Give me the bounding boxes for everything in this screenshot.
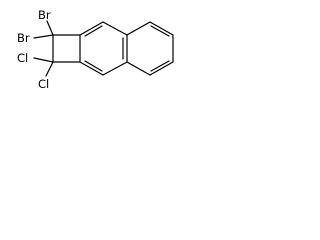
- atom-label-cl-left: Cl: [17, 51, 28, 65]
- bond-ring6b-2-inner: [150, 25, 170, 37]
- bond-ring6a-4: [102, 61, 128, 76]
- bond-ring6a-1: [79, 21, 104, 36]
- bond-ring6b-5: [126, 61, 151, 76]
- bond-c-br1: [46, 20, 54, 36]
- bond-ring6b-2: [149, 21, 174, 36]
- bond-ring6b-4-inner: [150, 60, 170, 72]
- atom-label-br-top: Br: [38, 8, 51, 22]
- bond-ring6b-1: [126, 21, 151, 36]
- bond-ring6b-4: [149, 61, 174, 76]
- bond-c-cl2: [45, 61, 54, 77]
- structure-diagram: Br Br Cl Cl: [17, 8, 174, 91]
- atom-label-br-left: Br: [17, 31, 30, 45]
- bond-c-br2: [33, 34, 54, 39]
- bond-ring6a-1-inner: [84, 25, 103, 37]
- bond-c-cl1: [33, 57, 54, 63]
- bond-ring6a-5: [79, 61, 104, 76]
- atom-label-cl-bottom: Cl: [38, 77, 49, 91]
- bond-ring6a-5-inner: [84, 60, 103, 72]
- bond-ring6a-2: [102, 21, 128, 36]
